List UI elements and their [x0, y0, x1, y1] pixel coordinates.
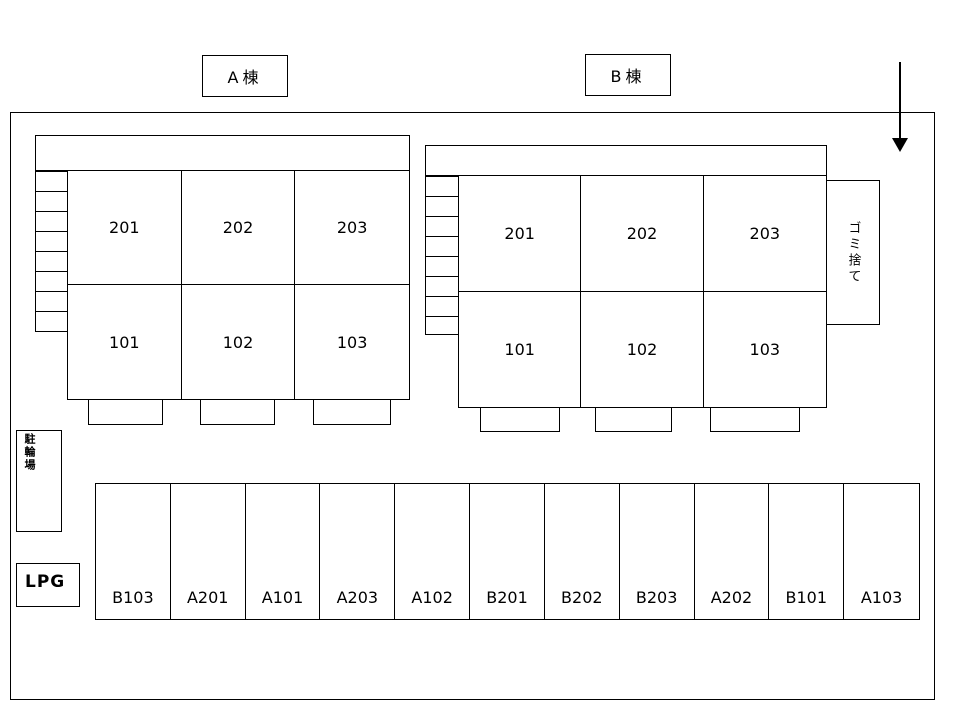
parking-stall-label: A201 [186, 588, 229, 607]
parking-stall: B101 [769, 484, 845, 619]
building-b-room-grid: 201 202 203 101 102 103 [458, 175, 827, 408]
building-b-room-103: 103 [704, 292, 826, 408]
lpg-tank-area: LPG [16, 563, 80, 607]
building-b-room-203: 203 [703, 176, 826, 292]
parking-stall-label: B103 [112, 588, 154, 607]
site-boundary [10, 112, 935, 700]
parking-stall-label: A202 [710, 588, 753, 607]
building-a-room-101: 101 [68, 285, 182, 399]
building-a-room-grid: 201 202 203 101 102 103 [67, 170, 410, 400]
parking-stall: B201 [470, 484, 545, 619]
building-a-label: A棟 [227, 68, 263, 87]
building-b-room-102: 102 [581, 291, 704, 407]
parking-stall: A202 [695, 484, 770, 619]
room-number: 203 [336, 218, 368, 237]
building-b-label: B棟 [610, 67, 646, 86]
bicycle-parking-area [16, 430, 62, 532]
garbage-station-label: ゴミ捨て [845, 220, 861, 285]
building-b-stairs [425, 175, 458, 335]
building-b-room-202: 202 [581, 176, 704, 292]
parking-stall: A102 [395, 484, 471, 619]
parking-stall-label: B201 [486, 588, 528, 607]
parking-stall-label: B101 [785, 588, 828, 607]
parking-stall-label: A102 [411, 588, 453, 607]
parking-stall: A103 [844, 484, 919, 619]
room-number: 101 [109, 332, 140, 352]
building-a-room-102: 102 [182, 285, 296, 399]
building-b-room-201: 201 [459, 176, 582, 292]
room-number: 102 [222, 332, 254, 352]
parking-stall-label: B203 [635, 588, 678, 607]
room-number: 101 [504, 339, 535, 359]
building-a-room-201: 201 [68, 171, 182, 285]
lpg-label: LPG [25, 572, 66, 592]
room-number: 201 [504, 223, 535, 243]
garbage-station: ゴミ捨て [827, 180, 880, 325]
parking-stall: B103 [96, 484, 171, 619]
building-b-label-box: B棟 [585, 54, 671, 96]
building-b-entrance-step [480, 408, 560, 432]
building-a-stairs [35, 170, 67, 332]
parking-stall: B202 [545, 484, 620, 619]
room-number: 203 [749, 223, 781, 243]
parking-stall-label: A101 [261, 588, 304, 607]
parking-stall: B203 [620, 484, 695, 619]
parking-stall: A201 [171, 484, 246, 619]
building-a-entrance-step [200, 400, 275, 425]
parking-stall: A101 [246, 484, 321, 619]
room-number: 202 [222, 218, 254, 237]
building-b-entrance-step [595, 408, 672, 432]
room-number: 202 [626, 223, 658, 243]
room-number: 103 [749, 339, 781, 359]
building-b-room-101: 101 [459, 291, 582, 407]
building-b-walkway [425, 145, 827, 175]
building-a-room-203: 203 [295, 171, 409, 285]
parking-stall-label: A103 [860, 588, 903, 607]
building-a-room-103: 103 [295, 285, 409, 399]
room-number: 102 [626, 339, 658, 359]
building-a-entrance-step [88, 400, 163, 425]
building-a-entrance-step [313, 400, 391, 425]
bicycle-parking-label: 駐輪場 [23, 433, 36, 472]
building-a-label-box: A棟 [202, 55, 288, 97]
building-a-room-202: 202 [181, 171, 296, 285]
room-number: 201 [109, 218, 140, 237]
building-b-entrance-step [710, 408, 800, 432]
parking-stall: A203 [320, 484, 396, 619]
entrance-arrow-head [892, 138, 908, 152]
parking-stall-label: B202 [561, 588, 603, 607]
room-number: 103 [336, 332, 368, 352]
building-a-walkway [35, 135, 410, 170]
parking-stall-label: A203 [336, 588, 379, 607]
parking-lot: B103 A201 A101 A203 A102 B201 B202 B203 … [95, 483, 920, 620]
entrance-arrow-line [899, 62, 901, 140]
